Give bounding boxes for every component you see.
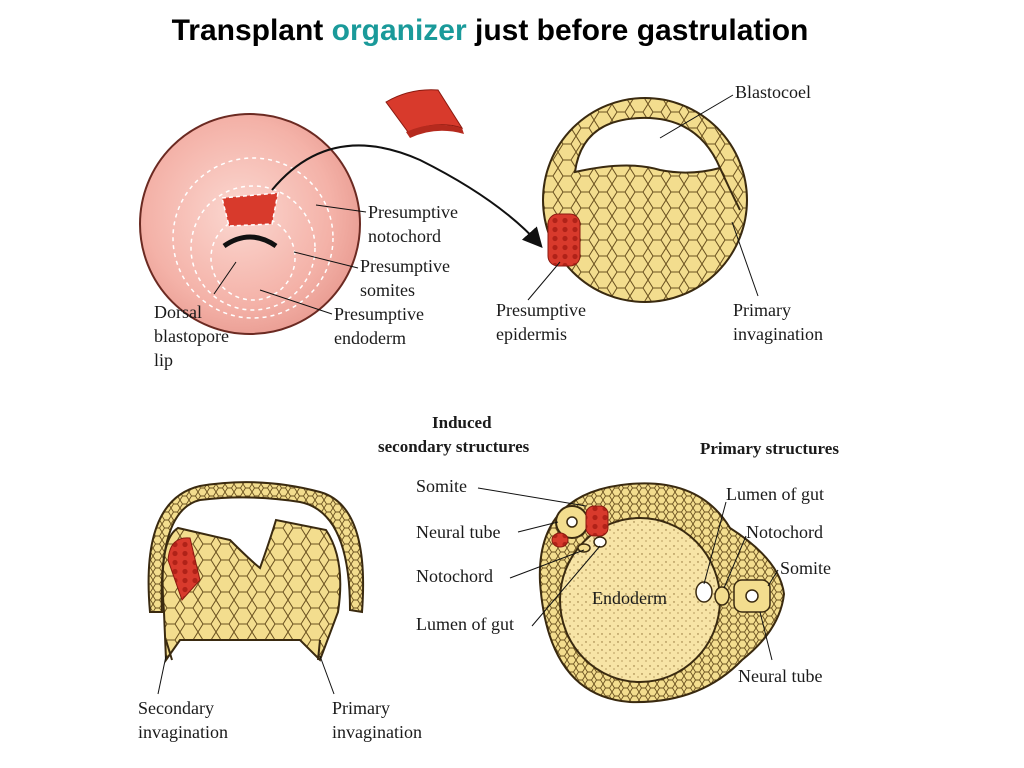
host-gastrula (542, 97, 748, 303)
heading-primary-structures: Primary structures (700, 439, 839, 458)
somite-left-leader (477, 487, 587, 507)
notochord-left-leader (509, 549, 585, 579)
somites-leader (293, 251, 359, 269)
induced-somite (585, 505, 609, 537)
page-title: Transplant organizer just before gastrul… (0, 14, 980, 48)
induced-lumen (593, 536, 607, 548)
cross-section (538, 482, 786, 704)
label-presumptive-notochord-1: Presumptive (368, 202, 458, 222)
heading-induced-1: Induced (432, 413, 492, 432)
label-presumptive-epidermis-2: epidermis (496, 324, 567, 344)
label-presumptive-somites-2: somites (360, 280, 415, 300)
heading-induced-2: secondary structures (378, 437, 530, 456)
label-primary-invagination-top-2: invagination (733, 324, 823, 344)
secondary-invagination-leader (157, 655, 167, 695)
neural-tube-right-leader (759, 611, 773, 661)
endoderm-leader (259, 289, 333, 315)
notochord-leader (315, 204, 367, 213)
primary-invagination-bottom-leader (319, 655, 335, 695)
title-after: just before gastrulation (466, 14, 809, 47)
label-neural-tube-right: Neural tube (738, 666, 822, 686)
label-presumptive-epidermis-1: Presumptive (496, 300, 586, 320)
label-dorsal-2: blastopore (154, 326, 229, 346)
blastopore-lip (222, 234, 278, 249)
label-dorsal-3: lip (154, 350, 173, 370)
epidermis-leader (527, 261, 561, 301)
primary-lumen (695, 581, 713, 603)
grafted-organizer (547, 213, 581, 267)
label-presumptive-endoderm-1: Presumptive (334, 304, 424, 324)
label-notochord-left: Notochord (416, 566, 493, 586)
title-before: Transplant (171, 14, 332, 47)
label-lumen-left: Lumen of gut (416, 614, 514, 634)
dorsal-lip-leader (213, 261, 237, 295)
label-secondary-invagination-2: invagination (138, 722, 228, 742)
neural-tube-left-leader (517, 521, 559, 533)
label-presumptive-somites-1: Presumptive (360, 256, 450, 276)
secondary-organizer (167, 537, 201, 601)
label-endoderm: Endoderm (592, 588, 667, 608)
label-primary-invagination-bottom-1: Primary (332, 698, 390, 718)
label-neural-tube-left: Neural tube (416, 522, 500, 542)
blastocoel-leader (659, 94, 734, 139)
transplant-arrow (271, 144, 543, 248)
label-notochord-right: Notochord (746, 522, 823, 542)
label-secondary-invagination-1: Secondary (138, 698, 214, 718)
label-presumptive-notochord-2: notochord (368, 226, 441, 246)
lumen-right-leader (703, 501, 727, 585)
label-primary-invagination-top-1: Primary (733, 300, 791, 320)
label-somite-right: Somite (780, 558, 831, 578)
title-highlight: organizer (331, 14, 467, 47)
notochord-right-leader (723, 535, 747, 589)
label-somite-left: Somite (416, 476, 467, 496)
lumen-left-leader (531, 545, 601, 627)
late-gastrula (147, 481, 365, 663)
somite-right-leader (767, 569, 779, 587)
label-blastocoel: Blastocoel (735, 82, 811, 102)
label-primary-invagination-bottom-2: invagination (332, 722, 422, 742)
organizer-region (221, 192, 279, 227)
label-lumen-right: Lumen of gut (726, 484, 824, 504)
label-presumptive-endoderm-2: endoderm (334, 328, 406, 348)
primary-notochord (714, 586, 730, 606)
induced-notochord (577, 543, 591, 553)
label-dorsal-1: Dorsal (154, 302, 202, 322)
primary-invagination-top-leader (731, 221, 759, 297)
excised-organizer-edge (406, 124, 464, 138)
